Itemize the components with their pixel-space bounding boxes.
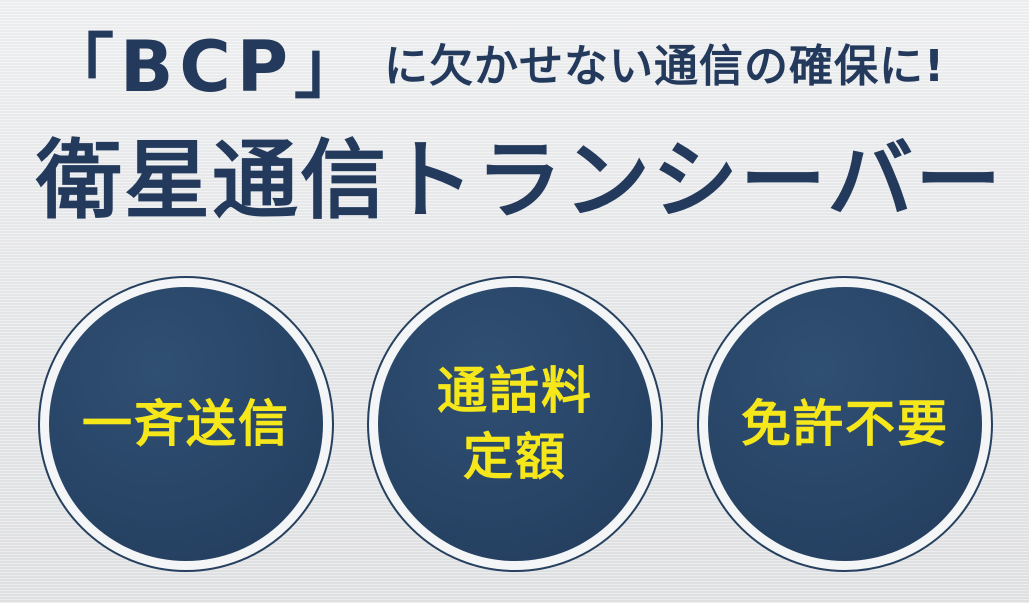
badge-label-line1: 免許不要 (741, 395, 949, 453)
badge-label: 通話料 定額 (437, 358, 593, 490)
badge-label-line1: 通話料 (437, 362, 593, 420)
badge-simultaneous-transmission: 一斉送信 (38, 276, 334, 572)
badge-flat-rate-call: 通話料 定額 (367, 276, 663, 572)
badge-label-line2: 定額 (463, 428, 567, 486)
badge-label-line1: 一斉送信 (82, 395, 290, 453)
badge-label: 免許不要 (741, 391, 949, 457)
badge-license-free: 免許不要 (697, 276, 993, 572)
badge-disc: 一斉送信 (49, 287, 323, 561)
badge-label: 一斉送信 (82, 391, 290, 457)
badge-disc: 通話料 定額 (378, 287, 652, 561)
page-title: 衛星通信トランシーバー (36, 131, 1004, 231)
headline: 「BCP」に欠かせない通信の確保に! (44, 22, 1004, 112)
badge-disc: 免許不要 (708, 287, 982, 561)
headline-tagline: に欠かせない通信の確保に! (384, 41, 946, 92)
headline-bcp: 「BCP」 (44, 26, 371, 108)
